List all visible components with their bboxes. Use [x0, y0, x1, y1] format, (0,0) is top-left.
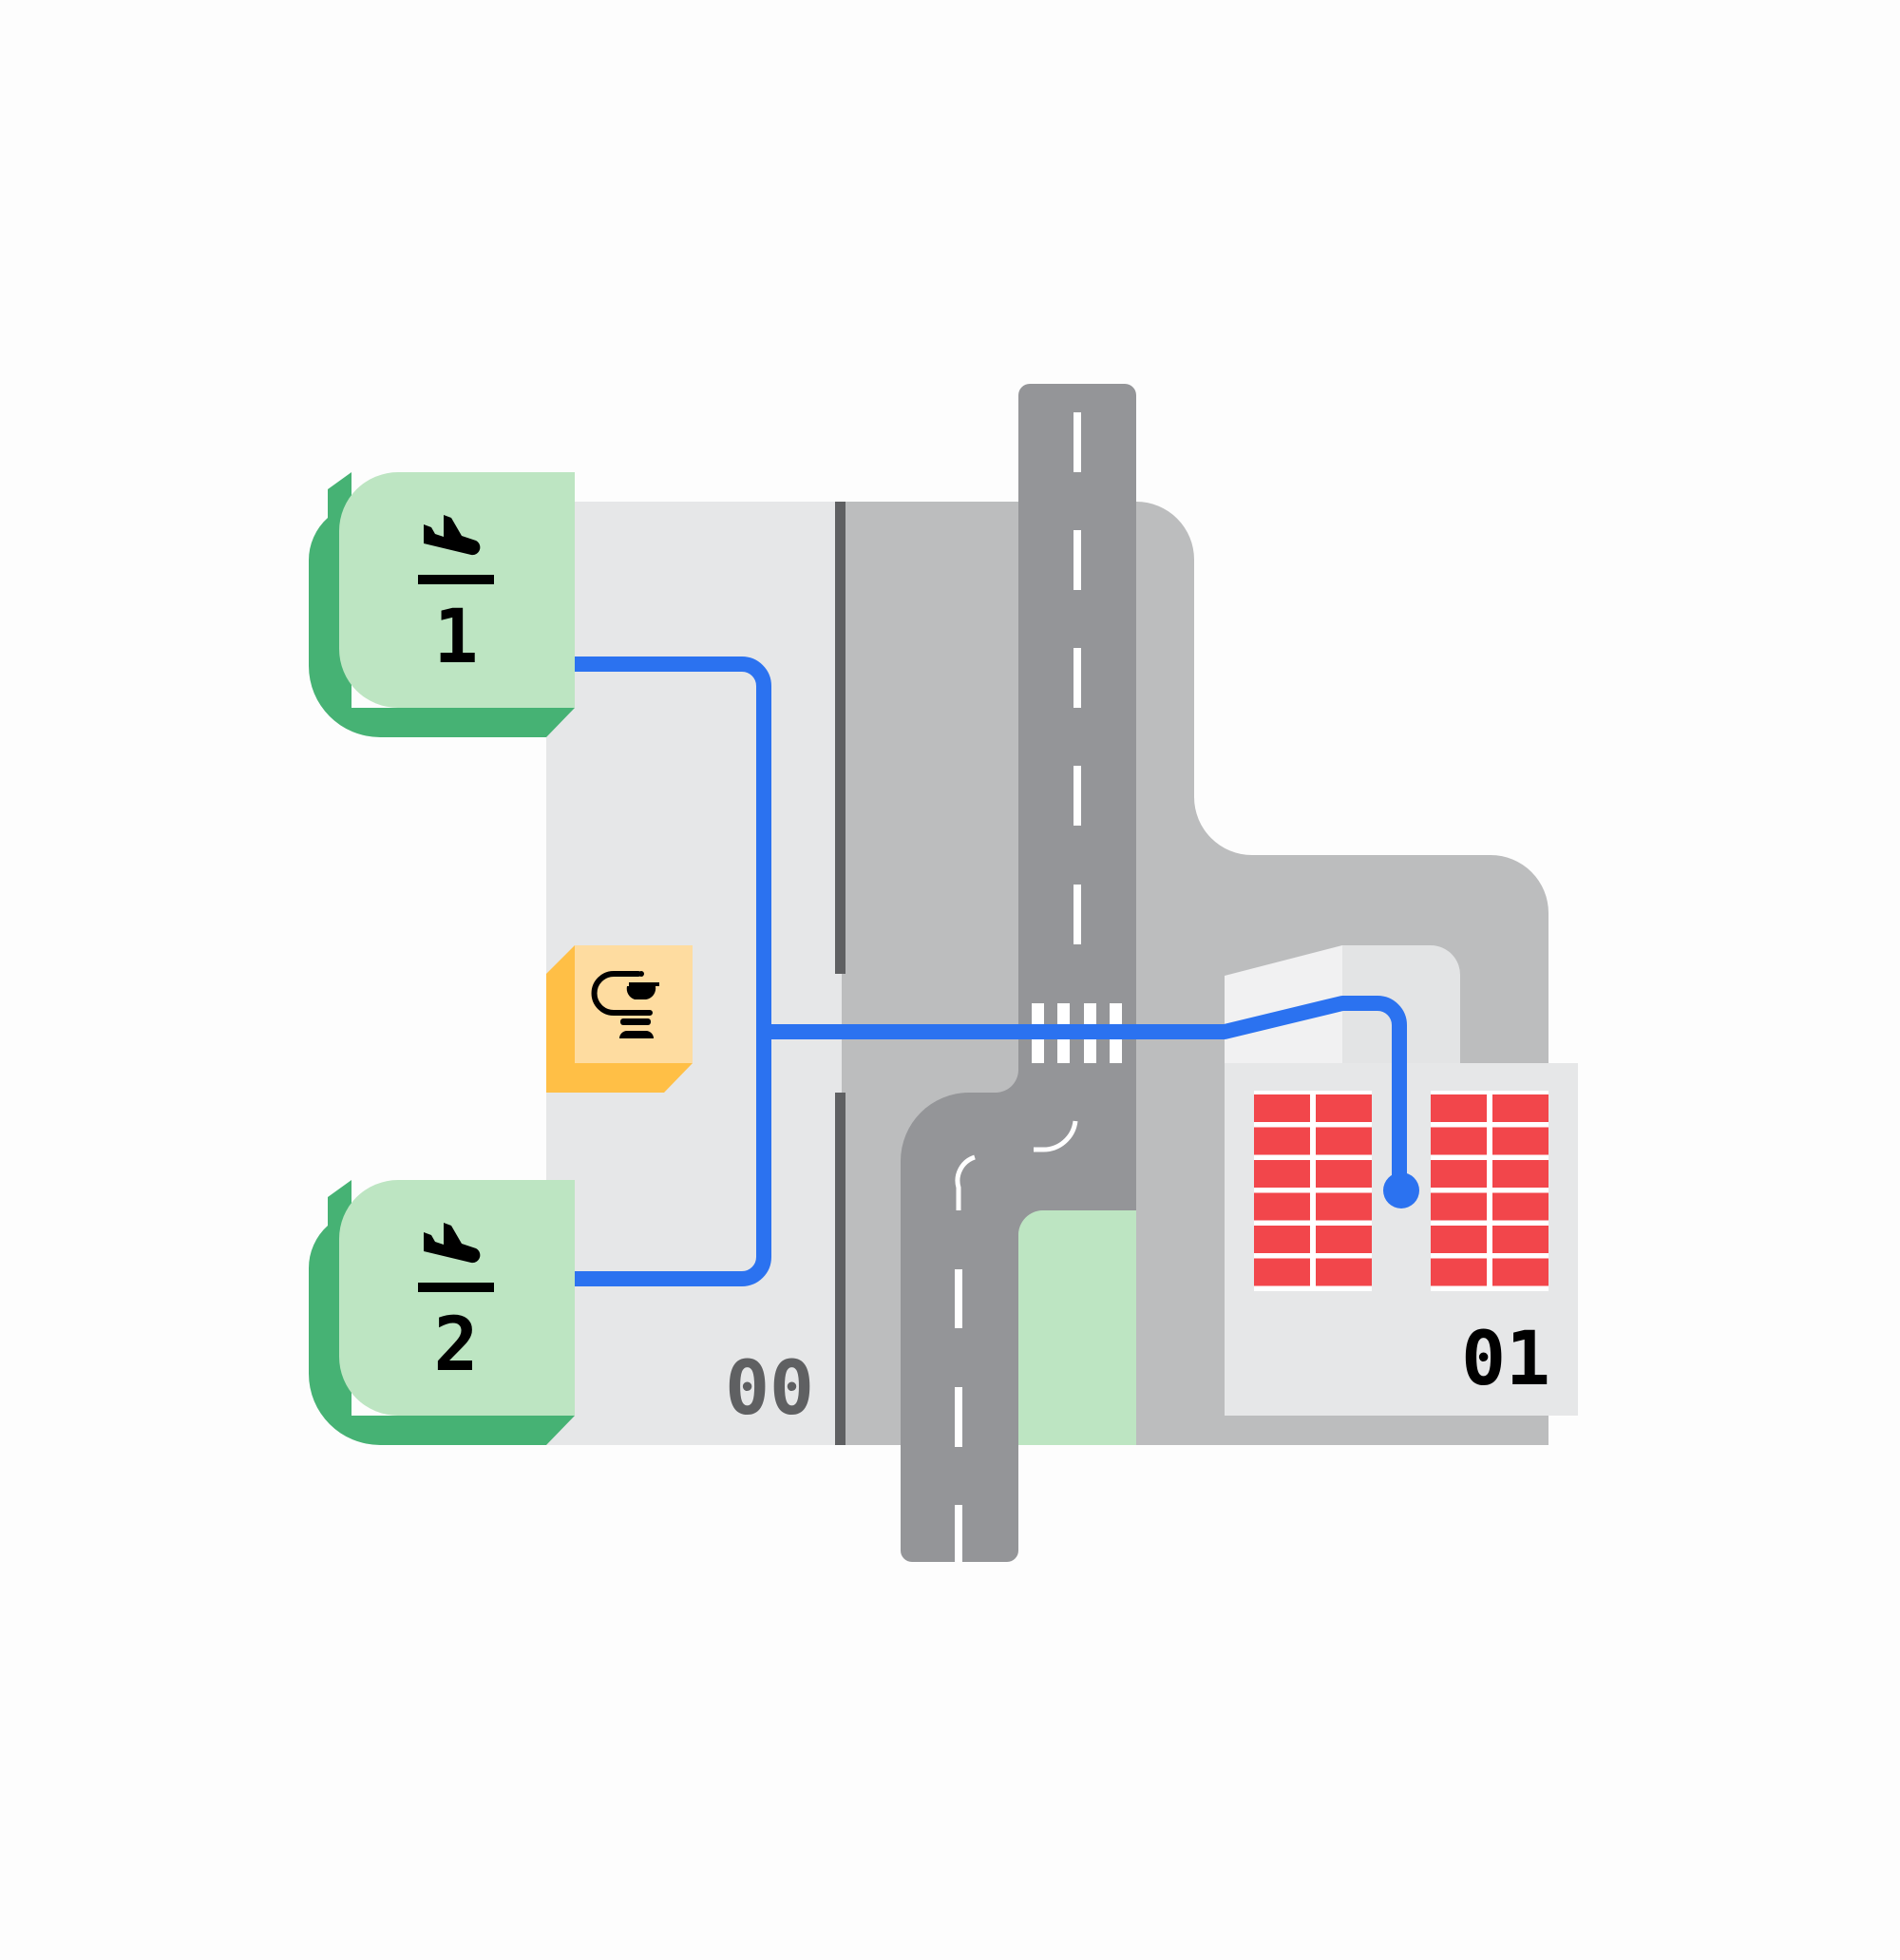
parking-spot — [1431, 1094, 1487, 1122]
parking-spot — [1316, 1094, 1372, 1122]
coffee-shop-tile[interactable] — [546, 945, 693, 1093]
parking-spot — [1492, 1160, 1548, 1188]
wall-divider-bottom — [835, 1093, 846, 1445]
parking-spot — [1492, 1094, 1548, 1122]
parking-spot — [1492, 1226, 1548, 1253]
green-verge — [1018, 1210, 1136, 1445]
parking-spot — [1431, 1160, 1487, 1188]
parking-spot — [1254, 1258, 1310, 1286]
gate-1-tile[interactable]: 1 — [308, 472, 575, 737]
gate-1-number: 1 — [434, 595, 479, 680]
parking-spot — [1431, 1127, 1487, 1155]
parking-spot — [1431, 1226, 1487, 1253]
parking-spot — [1492, 1127, 1548, 1155]
gate-2-tile[interactable]: 2 — [308, 1180, 575, 1445]
parking-spot — [1254, 1094, 1310, 1122]
parking-grid — [1254, 1091, 1372, 1291]
gate-2-number: 2 — [434, 1303, 479, 1388]
parking-spot — [1254, 1127, 1310, 1155]
parking-spot — [1431, 1192, 1487, 1221]
parking-spot — [1316, 1226, 1372, 1253]
parking-spot — [1316, 1127, 1372, 1155]
parking-spot — [1492, 1192, 1548, 1221]
parking-spot — [1492, 1258, 1548, 1286]
parking-spots — [1254, 1091, 1548, 1291]
parking-spot — [1254, 1160, 1310, 1188]
road-lane-markings — [955, 412, 1081, 1562]
parking-grid — [1431, 1091, 1548, 1291]
parking-spot — [1254, 1192, 1310, 1221]
parking-spot — [1316, 1258, 1372, 1286]
wall-divider-top — [835, 502, 846, 974]
plane-landing-icon — [424, 1223, 481, 1264]
gate-1-underline — [418, 575, 494, 584]
gate-2-underline — [418, 1283, 494, 1292]
plane-landing-icon — [424, 515, 481, 556]
terminal-zone-label: 00 — [725, 1346, 814, 1432]
coffee-icon — [591, 971, 659, 1038]
parking-spot — [1254, 1226, 1310, 1253]
road-curve-marking — [955, 1120, 1078, 1210]
parking-spot — [1316, 1160, 1372, 1188]
route-destination-dot — [1383, 1172, 1419, 1208]
parking-spot — [1431, 1258, 1487, 1286]
route-path — [575, 657, 1407, 1286]
parking-spot — [1316, 1192, 1372, 1221]
parking-zone-label: 01 — [1461, 1317, 1550, 1402]
